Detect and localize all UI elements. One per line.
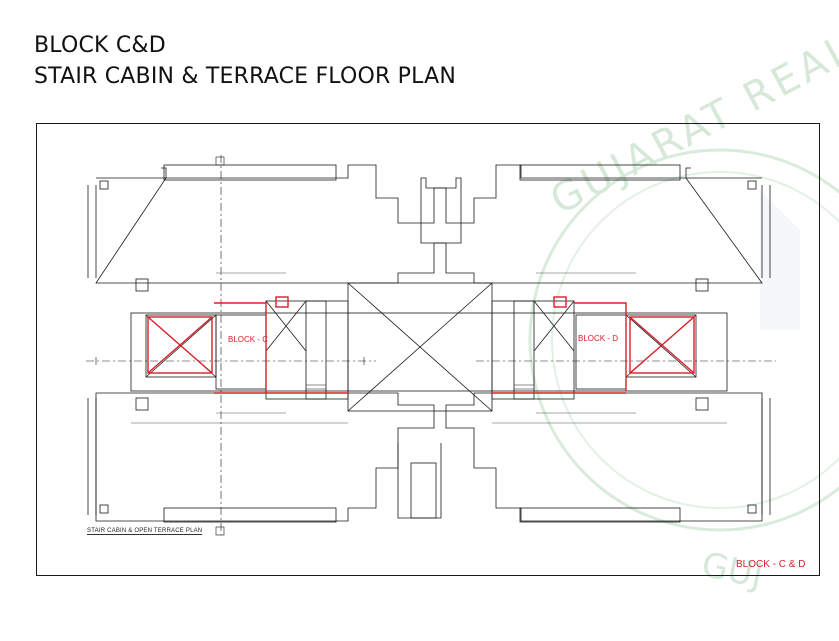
left-lift-shaft [265,300,349,400]
block-footer-label: BLOCK - C & D [736,559,806,570]
left-bottom-wing [95,392,435,522]
page-title-line1: BLOCK C&D [34,33,166,58]
right-top-parapet [519,164,681,181]
right-lift-shaft [491,300,575,400]
right-top-wing [420,164,763,284]
plan-caption: STAIR CABIN & OPEN TERRACE PLAN [87,528,203,535]
page-title-line2: STAIR CABIN & TERRACE FLOOR PLAN [34,64,457,89]
right-stair-red-outline [629,316,695,374]
block-c-label: BLOCK - C [228,335,269,344]
left-top-wing [95,164,462,284]
left-bottom-parapet [163,507,337,523]
right-bottom-wing [445,392,763,522]
left-top-parapet [163,164,337,181]
block-d-label: BLOCK - D [578,334,619,343]
drawing-frame [36,123,820,576]
left-stair-red-outline [147,316,213,374]
floor-plan-drawing [36,123,820,576]
central-core [130,312,728,392]
right-bottom-parapet [519,507,681,523]
